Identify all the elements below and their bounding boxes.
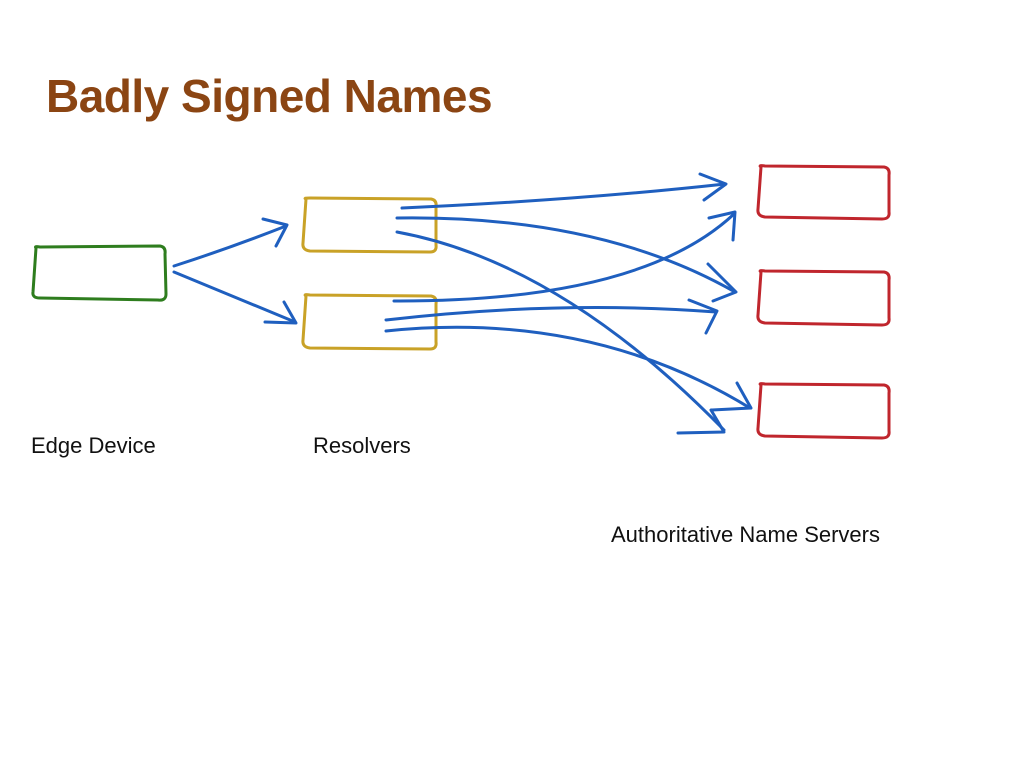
resolver-box-1 <box>301 196 438 254</box>
resolver1-to-auth1-arrow <box>400 172 728 210</box>
edge-device-label: Edge Device <box>31 433 156 458</box>
authoritative-box-2 <box>756 269 891 327</box>
resolver1-to-auth3-arrow <box>395 230 726 435</box>
edge-to-resolver-arrow-2 <box>172 270 298 325</box>
authoritative-box-3 <box>756 382 891 440</box>
resolvers-label: Resolvers <box>313 433 411 458</box>
resolver-box-2 <box>301 293 438 351</box>
resolver1-to-auth2-arrow <box>395 216 738 303</box>
edge-device-box <box>31 244 168 302</box>
authoritative-box-1 <box>756 164 891 221</box>
resolver2-to-auth3-arrow <box>384 325 753 412</box>
resolver2-to-auth2-arrow <box>384 298 719 335</box>
resolver2-to-auth1-arrow <box>392 210 737 303</box>
authoritative-name-servers-label: Authoritative Name Servers <box>611 522 880 547</box>
edge-to-resolver-arrow-1 <box>172 217 289 268</box>
slide-title: Badly Signed Names <box>46 70 493 122</box>
